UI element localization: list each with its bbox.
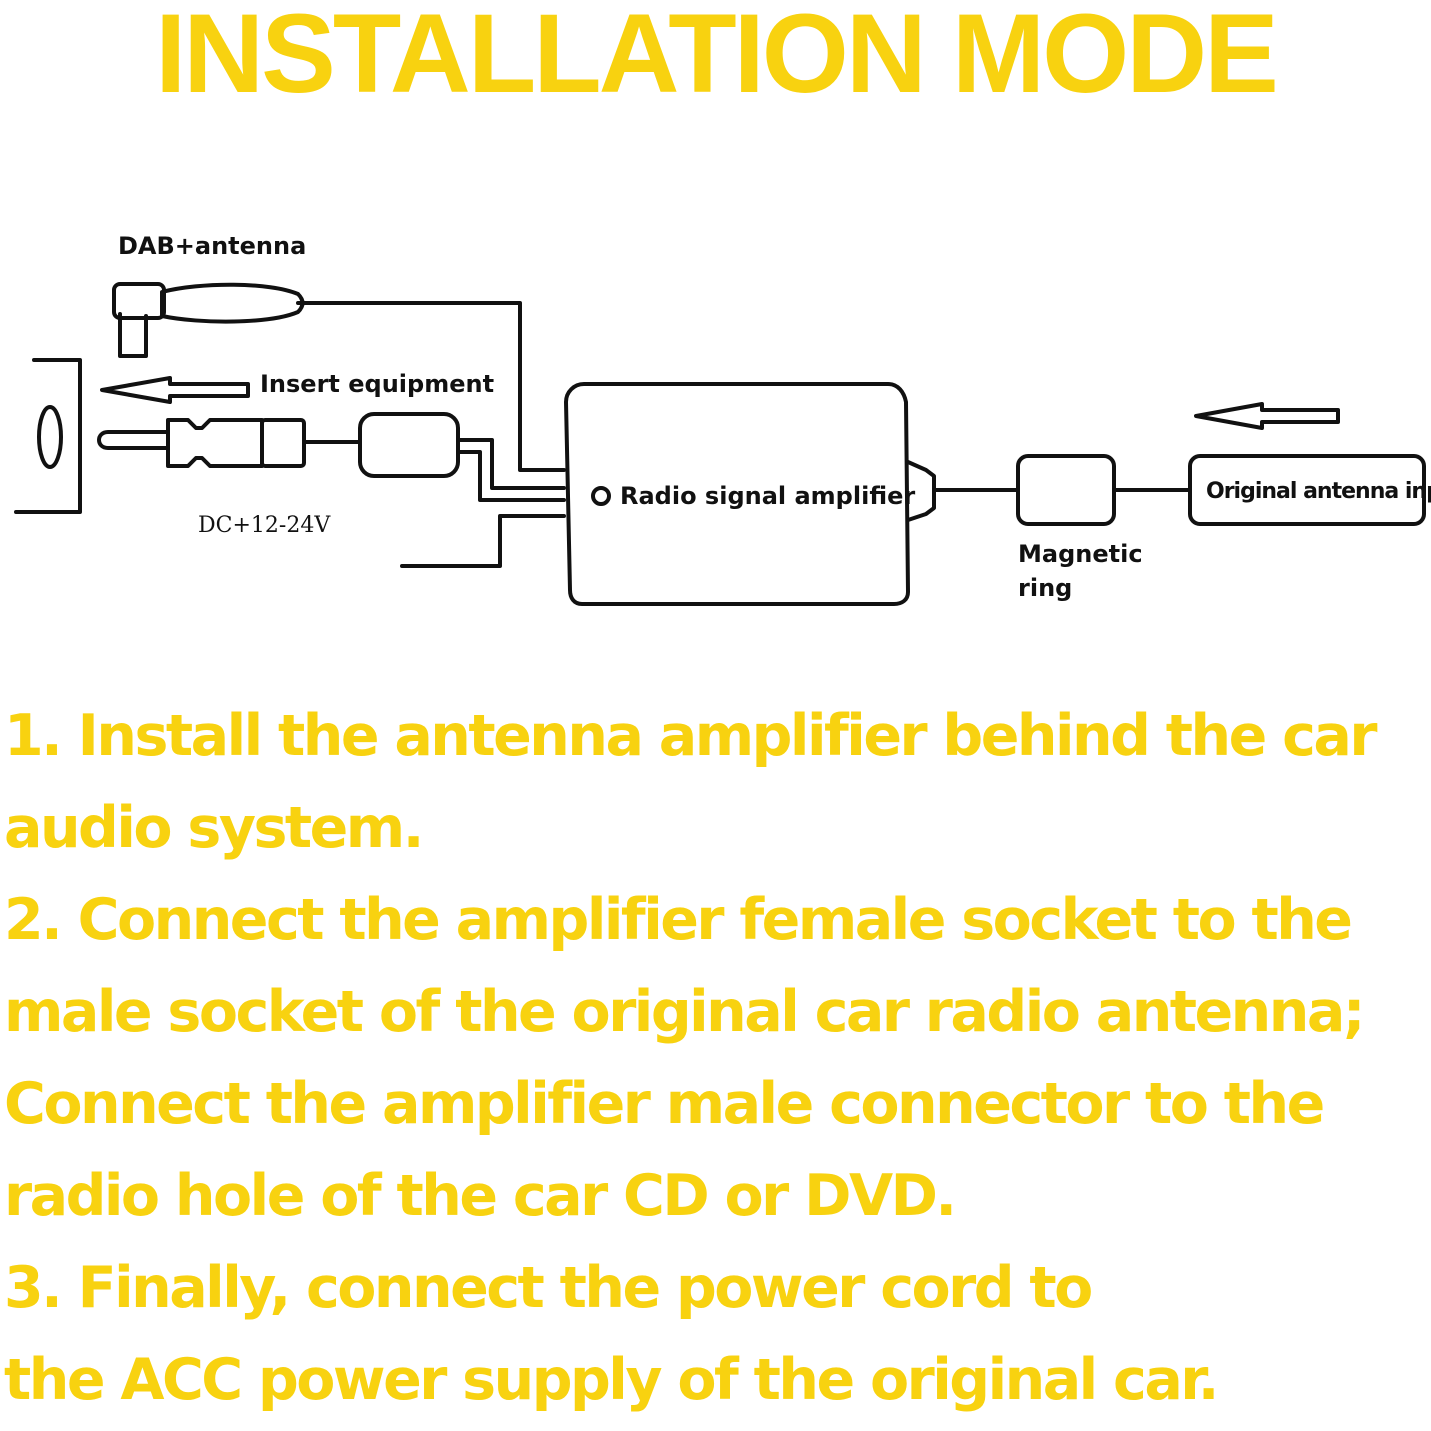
instructions: 1. Install the antenna amplifier behind …	[4, 690, 1429, 1426]
radio-hole-icon	[37, 405, 63, 469]
amplifier-label: Radio signal amplifier	[620, 482, 915, 510]
car-audio-unit	[14, 358, 82, 514]
magnetic-ring-label-line1: Magnetic	[1018, 540, 1143, 568]
magnetic-ring-icon	[1016, 454, 1116, 526]
dab-antenna-cable	[296, 301, 566, 472]
power-label: DC+12-24V	[198, 513, 331, 538]
original-antenna-input-box	[1188, 454, 1426, 526]
inline-connector-icon	[358, 412, 460, 478]
input-arrow-icon	[1194, 402, 1340, 430]
antenna-cable	[456, 438, 566, 490]
page-title: INSTALLATION MODE	[155, 0, 1279, 116]
insert-equipment-label: Insert equipment	[260, 370, 494, 398]
instruction-line: the ACC power supply of the original car…	[4, 1347, 1219, 1413]
instruction-line: 2. Connect the amplifier female socket t…	[4, 887, 1353, 953]
instruction-line: audio system.	[4, 795, 424, 861]
insert-arrow-icon	[100, 376, 250, 404]
amplifier-box	[564, 382, 910, 606]
magnetic-ring-label-line2: ring	[1018, 574, 1072, 602]
power-cable	[400, 514, 566, 568]
indicator-light-icon	[591, 486, 611, 506]
dab-antenna-label: DAB+antenna	[118, 232, 306, 260]
instruction-line: Connect the amplifier male connector to …	[4, 1071, 1325, 1137]
male-plug-icon	[97, 430, 170, 450]
dab-antenna-connector-icon	[118, 312, 148, 358]
instruction-line: radio hole of the car CD or DVD.	[4, 1163, 957, 1229]
original-antenna-input-label: Original antenna input	[1206, 479, 1431, 504]
instruction-line: 1. Install the antenna amplifier behind …	[4, 703, 1377, 769]
instruction-line: 3. Finally, connect the power cord to	[4, 1255, 1093, 1321]
instruction-line: male socket of the original car radio an…	[4, 979, 1366, 1045]
